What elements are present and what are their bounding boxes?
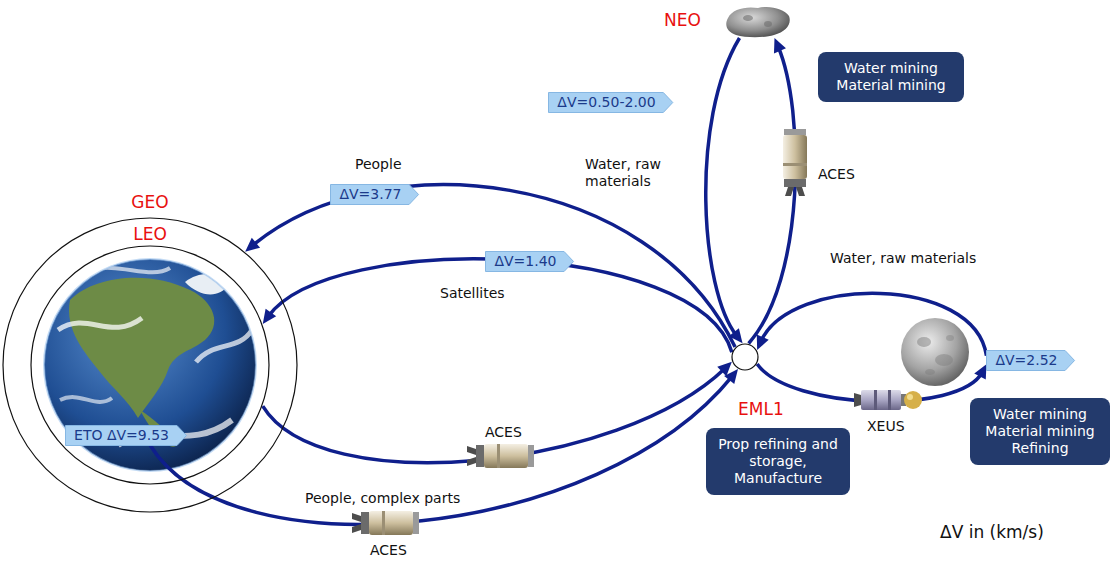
vehicle-name: ACES [818, 166, 855, 183]
tag-shape [987, 350, 1075, 370]
delta-v-value: ΔV=1.40 [494, 253, 556, 270]
activity-box: Prop refining and storage, Manufacture [706, 428, 850, 495]
delta-v-tag: ΔV=1.40 [485, 251, 574, 272]
circle-outline [732, 344, 758, 370]
circle-outline [2, 217, 298, 513]
earth-picture [185, 274, 228, 294]
activity-text: Water mining Material mining Refining [978, 406, 1102, 457]
xeus-vehicle [874, 390, 877, 410]
delta-v-value: ΔV=3.77 [339, 186, 401, 203]
transfer-arc [150, 369, 738, 524]
circle-outline [731, 343, 759, 371]
xeus-vehicle [854, 393, 861, 407]
unit-note: ΔV in (km/s) [940, 522, 1044, 542]
moon-picture [946, 335, 954, 341]
xeus-vehicle [861, 390, 901, 410]
orbit-circle: GEOLEOETO ΔV=9.53 [2, 217, 298, 513]
cargo-label: Water, raw materials [830, 250, 976, 267]
earth-picture [69, 278, 214, 418]
delta-v-tag: ΔV=0.50-2.00 [548, 92, 673, 113]
earth-picture [196, 330, 252, 362]
asteroid-picture [726, 7, 790, 37]
asteroid-crater [743, 15, 753, 21]
activity-box: Water mining Material mining [818, 52, 964, 102]
moon-picture [925, 369, 935, 375]
delta-v-value: ΔV=2.52 [995, 352, 1057, 369]
moon-picture [901, 318, 969, 386]
orbit-circle: LEOETO ΔV=9.53 [30, 245, 270, 485]
delta-v-tag: ETO ΔV=9.53 [65, 425, 187, 446]
aces-vehicle [467, 444, 534, 468]
transfer-arc [150, 376, 732, 524]
arrow-head [757, 335, 769, 350]
moon-picture [935, 354, 953, 366]
earth-picture [58, 318, 142, 330]
xeus-vehicle [907, 394, 913, 400]
delta-v-tag: ΔV=2.52 [986, 350, 1075, 371]
delta-v-value: ETO ΔV=9.53 [74, 427, 169, 444]
lagrange-point: EML1 [731, 343, 759, 371]
asteroid-node: NEO [722, 4, 792, 38]
tag-shape [331, 184, 419, 204]
arrow-head [774, 38, 786, 53]
earth-picture [44, 259, 256, 471]
earth-picture [60, 397, 112, 402]
transfer-arc [263, 259, 732, 352]
activity-text: Water mining Material mining [826, 60, 956, 94]
cargo-label: People, complex parts [305, 490, 460, 507]
circle-outline [31, 246, 269, 484]
moon-picture [901, 318, 969, 386]
delta-v-value: ΔV=0.50-2.00 [557, 94, 655, 111]
xeus-vehicle [888, 390, 891, 410]
vehicle-name: XEUS [867, 418, 905, 435]
arrow-head [245, 238, 260, 252]
cargo-label: Satellites [440, 285, 505, 302]
transfer-arc [252, 185, 735, 347]
xeus-vehicle [904, 391, 922, 409]
arrow-head [974, 364, 986, 379]
arrow-head [724, 369, 738, 384]
transfer-arc [268, 259, 732, 352]
transfer-arc [245, 185, 735, 347]
earth-picture [44, 259, 256, 471]
circle-outline [3, 218, 297, 512]
delta-v-tag: ΔV=3.77 [330, 184, 419, 205]
aces-vehicle [352, 511, 419, 535]
moon-picture [917, 337, 931, 347]
vehicle-name: ACES [485, 424, 522, 441]
activity-box: Water mining Material mining Refining [970, 398, 1110, 465]
tag-shape [486, 251, 574, 271]
place-name: EML1 [738, 400, 784, 418]
transfer-arc [761, 293, 987, 355]
transfer-arc [706, 38, 743, 343]
earth-picture [44, 259, 256, 471]
tag-shape [66, 425, 187, 445]
earth-picture [44, 259, 256, 471]
circle-outline [30, 245, 270, 485]
place-name: NEO [664, 11, 701, 29]
transfer-arc [706, 38, 740, 336]
vehicle-name: ACES [370, 542, 407, 559]
orbit-name: GEO [131, 193, 168, 211]
activity-text: Prop refining and storage, Manufacture [714, 436, 842, 487]
aces-vehicle [783, 129, 807, 196]
transfer-arc [757, 293, 987, 355]
arrow-head [263, 309, 276, 324]
orbit-name: LEO [133, 225, 167, 243]
xeus-vehicle [854, 390, 922, 410]
asteroid-crater [764, 21, 772, 27]
tag-shape [549, 92, 673, 112]
cargo-label: People [355, 156, 402, 173]
cargo-label: Water, raw materials [585, 156, 690, 190]
asteroid-picture [722, 4, 792, 38]
